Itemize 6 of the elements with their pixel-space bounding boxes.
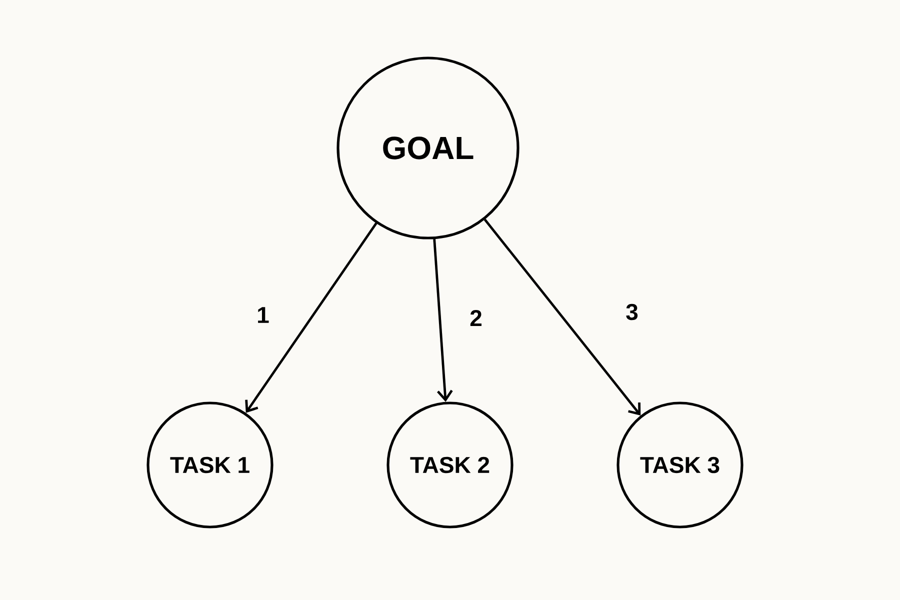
- arrow: [484, 218, 641, 416]
- edge-label: 1: [256, 306, 270, 324]
- arrow: [245, 222, 378, 413]
- arrow: [433, 239, 453, 402]
- edge-label: 2: [468, 308, 484, 328]
- edge-label: 3: [624, 302, 640, 322]
